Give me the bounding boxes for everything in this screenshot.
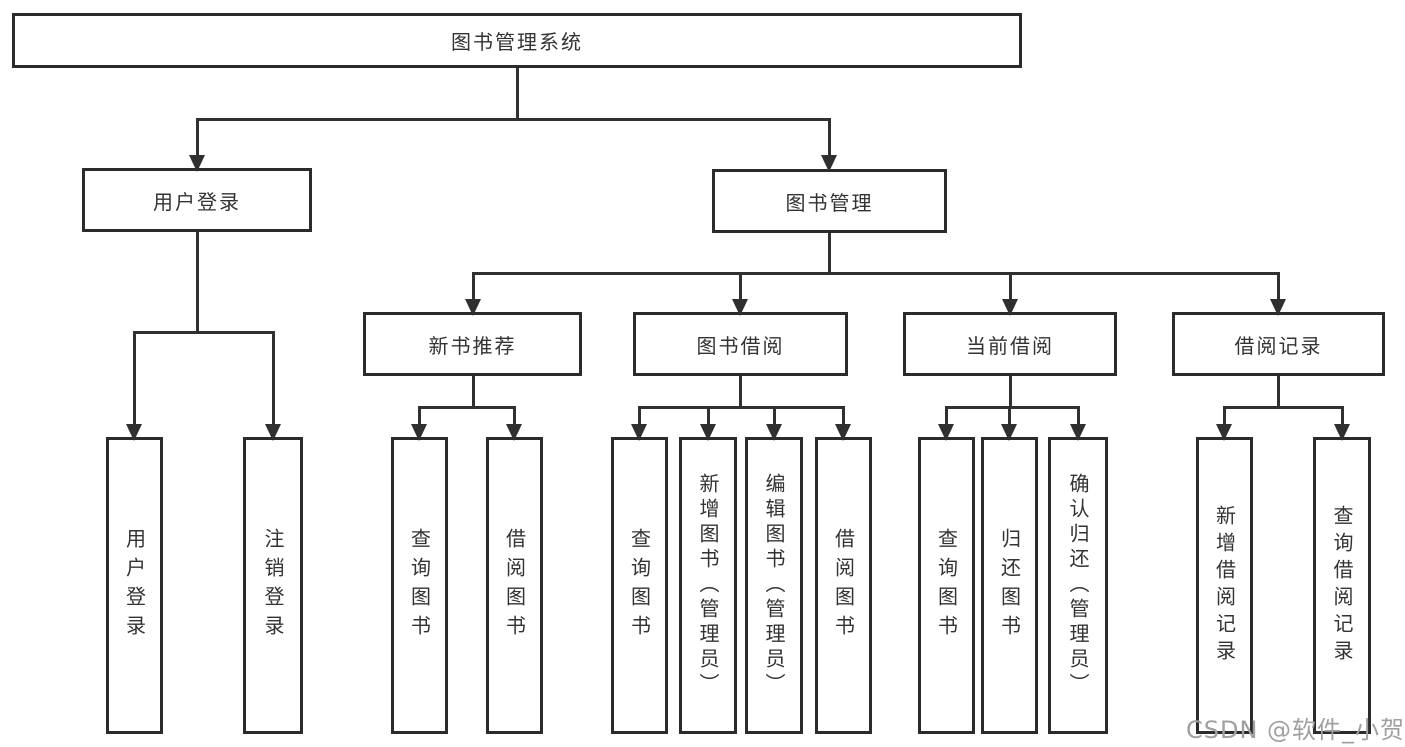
- node-label: 用户登录: [153, 189, 241, 214]
- node-label: 当前借阅: [966, 333, 1054, 358]
- leaf-nbr-borrow-books: 借阅图书: [486, 437, 543, 734]
- connector-line: [637, 407, 641, 427]
- connector-line: [195, 232, 199, 334]
- connector-line: [1340, 407, 1344, 427]
- arrowhead-icon: [1216, 424, 1232, 441]
- connector-line: [1222, 405, 1344, 409]
- arrowhead-icon: [766, 424, 782, 441]
- node-label: 注销登录: [261, 527, 285, 644]
- arrowhead-icon: [1334, 424, 1350, 441]
- connector-line: [132, 332, 136, 427]
- node-library-system: 图书管理系统: [12, 13, 1022, 68]
- connector-line: [471, 376, 475, 409]
- leaf-bb-edit-books-admin: 编辑图书（管理员）: [745, 437, 803, 734]
- arrowhead-icon: [506, 424, 522, 441]
- node-label: 确认归还（管理员）: [1066, 473, 1090, 698]
- node-label: 查询图书: [407, 527, 432, 644]
- arrowhead-icon: [732, 299, 748, 316]
- arrowhead-icon: [1002, 299, 1018, 316]
- arrowhead-icon: [465, 299, 481, 316]
- node-borrowing-records: 借阅记录: [1172, 312, 1385, 376]
- arrowhead-icon: [700, 424, 716, 441]
- node-user-login: 用户登录: [82, 168, 312, 232]
- node-label: 图书管理系统: [451, 30, 583, 54]
- arrowhead-icon: [631, 424, 647, 441]
- connector-line: [706, 407, 710, 427]
- watermark: CSDN @软件_小贺同学: [1186, 716, 1405, 744]
- node-current-borrowing: 当前借阅: [903, 312, 1117, 376]
- connector-line: [1008, 273, 1012, 302]
- connector-line: [841, 407, 845, 427]
- connector-line: [738, 376, 742, 409]
- connector-line: [471, 273, 475, 302]
- connector-line: [772, 407, 776, 427]
- connector-line: [827, 233, 831, 275]
- connector-line: [738, 273, 742, 302]
- leaf-logout: 注销登录: [243, 437, 303, 734]
- node-label: 查询图书: [627, 527, 652, 644]
- connector-line: [417, 405, 516, 409]
- arrowhead-icon: [411, 424, 427, 441]
- node-label: 新增图书（管理员）: [696, 473, 720, 698]
- connector-line: [417, 407, 421, 427]
- node-label: 用户登录: [122, 527, 147, 644]
- node-book-borrowing: 图书借阅: [633, 312, 848, 376]
- node-label: 借阅记录: [1234, 333, 1323, 358]
- node-label: 查询图书: [934, 527, 959, 644]
- node-label: 归还图书: [997, 527, 1022, 644]
- connector-line: [132, 330, 275, 334]
- connector-line: [944, 407, 948, 427]
- connector-line: [271, 332, 275, 427]
- connector-line: [1008, 376, 1012, 409]
- connector-line: [512, 407, 516, 427]
- connector-line: [1076, 407, 1080, 427]
- leaf-bb-query-books: 查询图书: [611, 437, 668, 734]
- connector-line: [195, 117, 831, 121]
- node-label: 编辑图书（管理员）: [762, 473, 786, 698]
- arrowhead-icon: [1070, 424, 1086, 441]
- leaf-bb-add-books-admin: 新增图书（管理员）: [679, 437, 737, 734]
- arrowhead-icon: [1270, 299, 1286, 316]
- node-label: 查询借阅记录: [1330, 504, 1354, 667]
- connector-line: [195, 119, 199, 158]
- node-new-book-recommend: 新书推荐: [363, 312, 582, 376]
- leaf-bb-borrow-books: 借阅图书: [815, 437, 872, 734]
- arrowhead-icon: [835, 424, 851, 441]
- arrowhead-icon: [126, 424, 142, 441]
- node-label: 图书管理: [785, 190, 874, 215]
- arrowhead-icon: [938, 424, 954, 441]
- connector-line: [471, 271, 1280, 275]
- connector-line: [944, 405, 1080, 409]
- connector-line: [1276, 376, 1280, 409]
- node-label: 借阅图书: [502, 527, 527, 644]
- connector-line: [515, 68, 519, 121]
- arrowhead-icon: [189, 155, 205, 172]
- arrowhead-icon: [1001, 424, 1017, 441]
- leaf-user-login: 用户登录: [106, 437, 163, 734]
- node-label: 新书推荐: [428, 333, 517, 358]
- node-label: 图书借阅: [696, 333, 785, 358]
- connector-line: [1222, 407, 1226, 427]
- connector-line: [1276, 273, 1280, 302]
- node-label: 新增借阅记录: [1212, 504, 1237, 667]
- leaf-cb-query-books: 查询图书: [918, 437, 975, 734]
- arrowhead-icon: [265, 424, 281, 441]
- connector-line: [1007, 407, 1011, 427]
- node-label: 借阅图书: [831, 527, 856, 644]
- node-book-management: 图书管理: [712, 169, 947, 233]
- connector-line: [637, 405, 845, 409]
- leaf-cb-confirm-return-admin: 确认归还（管理员）: [1048, 437, 1108, 734]
- leaf-nbr-query-books: 查询图书: [391, 437, 448, 734]
- leaf-br-query-record: 查询借阅记录: [1313, 437, 1371, 734]
- leaf-cb-return-books: 归还图书: [981, 437, 1038, 734]
- arrowhead-icon: [821, 155, 837, 172]
- connector-line: [827, 119, 831, 158]
- leaf-br-add-record: 新增借阅记录: [1196, 437, 1253, 734]
